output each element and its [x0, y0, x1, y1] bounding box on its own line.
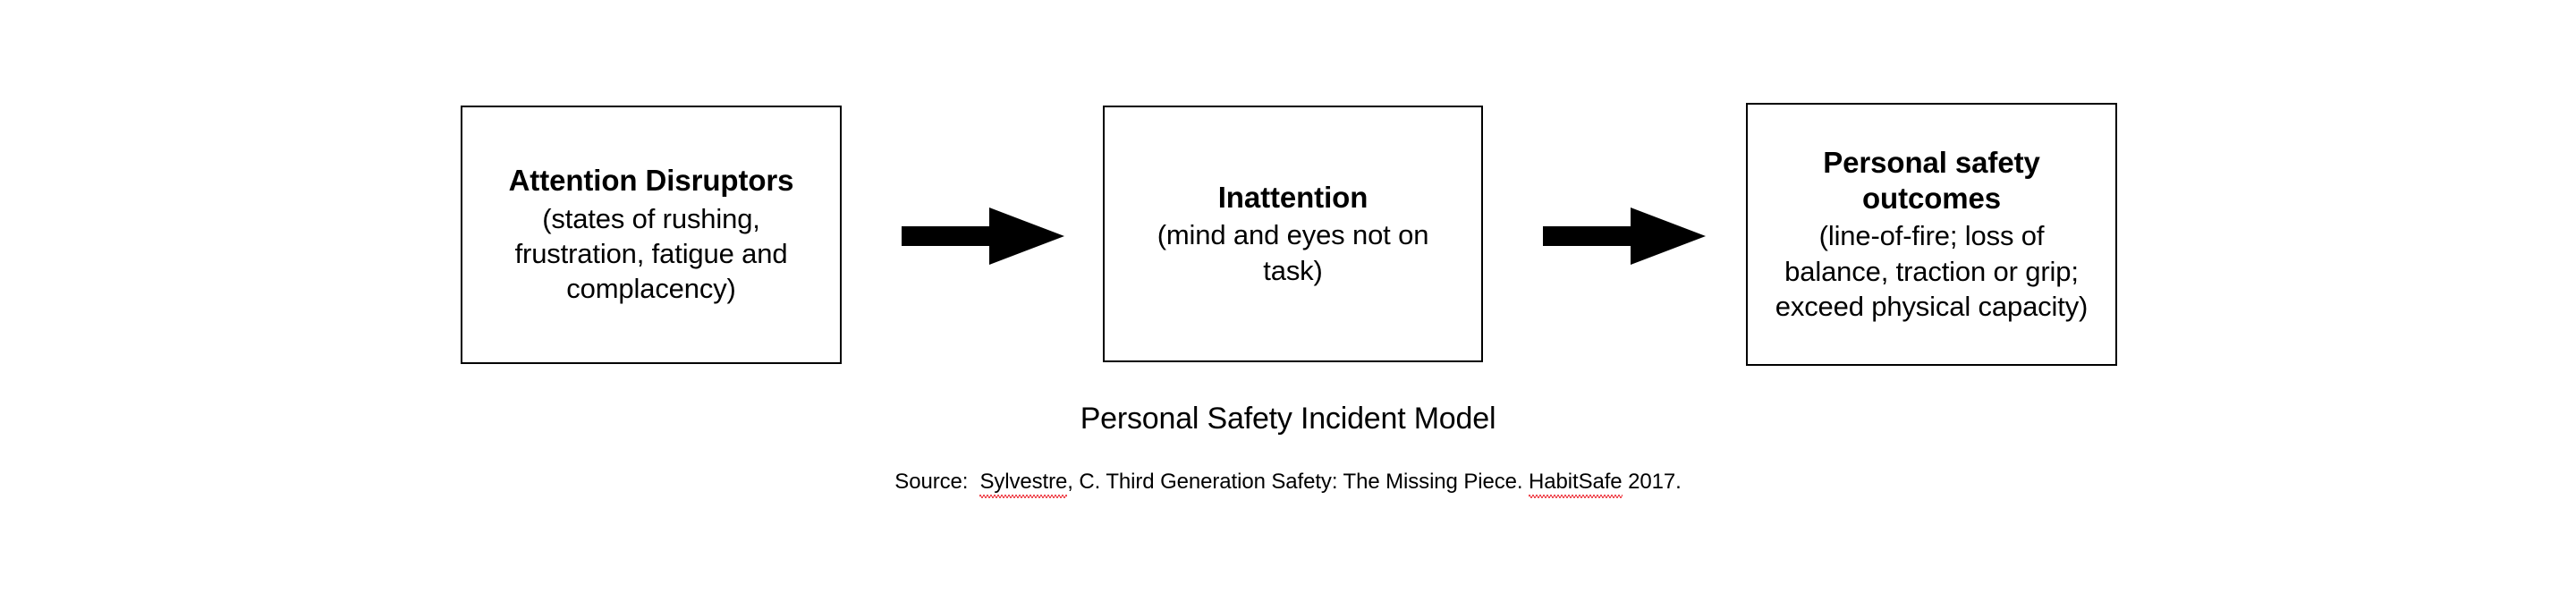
source-author-rest: , C. Third Generation Safety: The Missin…	[1067, 470, 1530, 494]
node-inattention[interactable]: Inattention (mind and eyes not on task)	[1103, 106, 1483, 362]
source-gap	[968, 470, 979, 494]
node-detail: (mind and eyes not on task)	[1157, 219, 1429, 286]
arrow-right-icon	[1543, 204, 1706, 268]
node-title: Personal safety outcomes	[1823, 145, 2040, 215]
node-detail: (line-of-fire; loss of balance, traction…	[1775, 220, 2089, 322]
node-attention-disruptors[interactable]: Attention Disruptors (states of rushing,…	[461, 106, 842, 364]
arrow-right-icon	[902, 204, 1064, 268]
source-author: Sylvestre	[979, 470, 1068, 498]
source-citation: Source: Sylvestre, C. Third Generation S…	[0, 469, 2576, 498]
node-personal-safety-outcomes[interactable]: Personal safety outcomes (line-of-fire; …	[1746, 103, 2117, 366]
node-title: Inattention	[1217, 181, 1368, 215]
node-title: Attention Disruptors	[508, 164, 794, 198]
source-publisher: HabitSafe	[1529, 470, 1623, 498]
source-label: Source:	[894, 470, 969, 494]
source-year: 2017.	[1622, 470, 1682, 494]
node-detail: (states of rushing, frustration, fatigue…	[514, 202, 788, 305]
diagram-caption: Personal Safety Incident Model	[1080, 402, 1496, 436]
